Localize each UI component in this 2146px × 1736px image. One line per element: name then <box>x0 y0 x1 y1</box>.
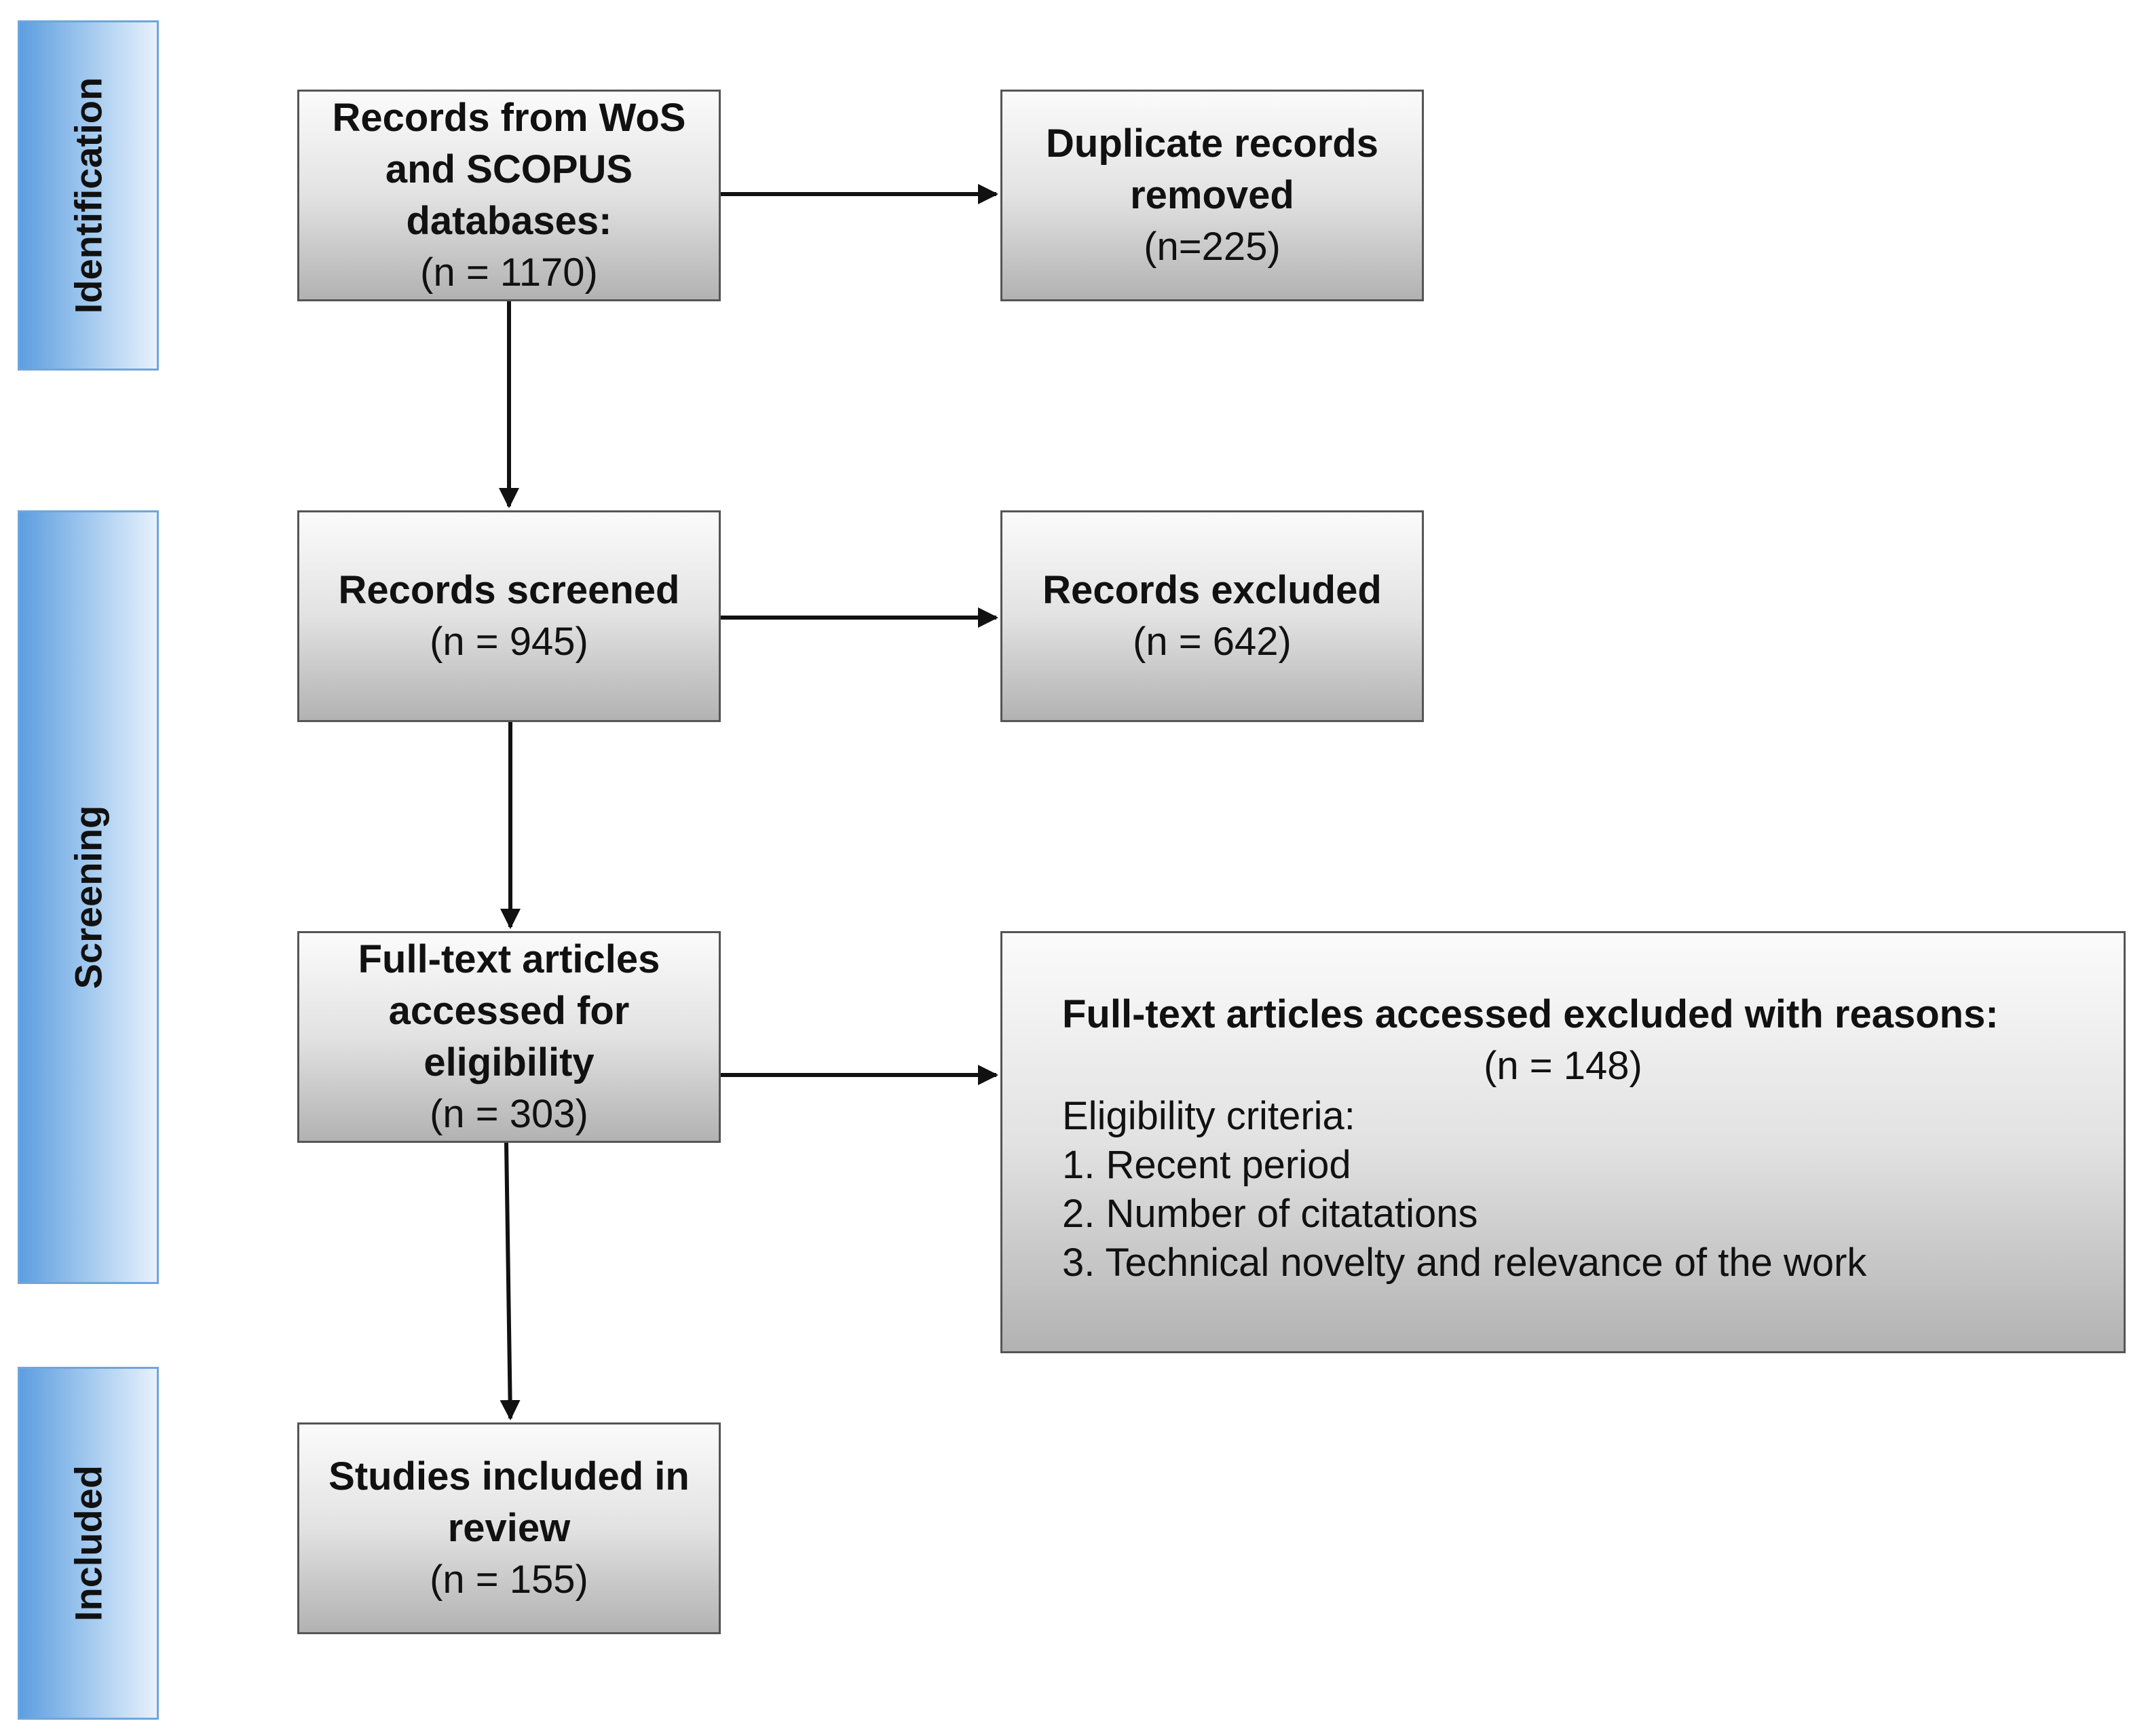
stage-identification: Identification <box>18 20 159 371</box>
duplicates-removed-box: Duplicate records removed (n=225) <box>1000 90 1424 301</box>
fulltext-assessed-box: Full-text articles accessed for eligibil… <box>297 931 721 1143</box>
arrow-fulltext-to-included <box>500 1142 521 1420</box>
fulltext-excluded-title: Full-text articles accessed excluded wit… <box>1062 992 1999 1036</box>
eligibility-criteria-heading: Eligibility criteria: <box>1062 1094 1355 1138</box>
stage-screening: Screening <box>18 510 159 1284</box>
fulltext-assessed-count: (n = 303) <box>430 1092 588 1136</box>
records-identified-box: Records from WoS and SCOPUS databases: (… <box>297 90 721 301</box>
fulltext-excluded-count: (n = 148) <box>1484 1044 1642 1088</box>
stage-included: Included <box>18 1367 159 1720</box>
records-screened-count: (n = 945) <box>430 620 588 664</box>
records-excluded-count: (n = 642) <box>1133 620 1292 664</box>
records-excluded-box: Records excluded (n = 642) <box>1000 510 1424 722</box>
studies-included-title: Studies included in review <box>328 1454 690 1550</box>
eligibility-criterion-1: 1. Recent period <box>1062 1143 1351 1187</box>
eligibility-criterion-2: 2. Number of citatations <box>1062 1192 1478 1236</box>
records-identified-title: Records from WoS and SCOPUS databases: <box>332 96 686 243</box>
duplicates-removed-count: (n=225) <box>1144 225 1281 269</box>
fulltext-assessed-title: Full-text articles accessed for eligibil… <box>358 937 660 1084</box>
studies-included-count: (n = 155) <box>430 1558 588 1602</box>
records-screened-title: Records screened <box>338 568 680 612</box>
records-excluded-title: Records excluded <box>1042 568 1382 612</box>
fulltext-excluded-box: Full-text articles accessed excluded wit… <box>1000 931 2126 1353</box>
records-screened-box: Records screened (n = 945) <box>297 510 721 722</box>
duplicates-removed-title: Duplicate records removed <box>1046 121 1378 217</box>
studies-included-box: Studies included in review (n = 155) <box>297 1422 721 1634</box>
eligibility-criterion-3: 3. Technical novelty and relevance of th… <box>1062 1241 1867 1285</box>
records-identified-count: (n = 1170) <box>420 250 598 295</box>
